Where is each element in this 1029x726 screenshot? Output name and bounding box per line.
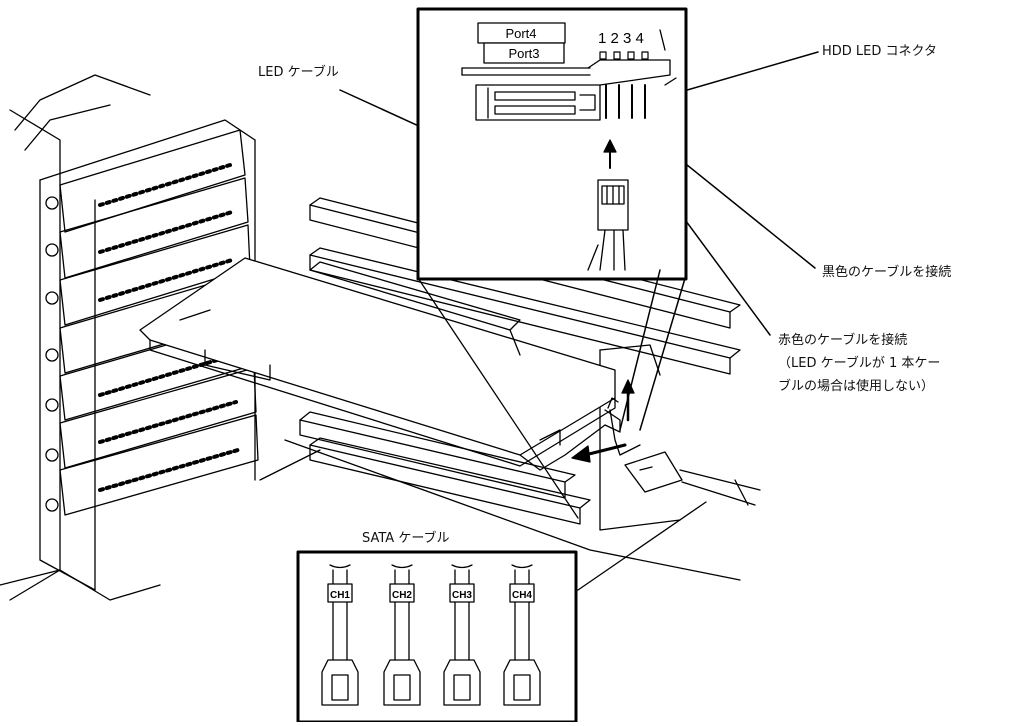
pin-number-labels: 1 2 3 4 <box>598 30 644 47</box>
bracket-2 <box>45 177 249 279</box>
black-cable-label: 黒色のケーブルを接続 <box>822 265 952 280</box>
hdd-led-connector-label: HDD LED コネクタ <box>822 44 938 59</box>
red-cable-note-line2: ブルの場合は使用しない） <box>778 379 935 394</box>
ch3-label: CH3 <box>452 590 472 601</box>
red-cable-label: 赤色のケーブルを接続 <box>778 333 908 348</box>
led-cable-plug <box>587 179 629 271</box>
sata-cable-label: SATA ケーブル <box>362 531 450 546</box>
port4-label: Port4 <box>505 26 536 41</box>
chassis <box>0 74 321 601</box>
pin-bases <box>599 51 649 60</box>
sata-plug-ch3 <box>443 564 481 706</box>
ch1-label: CH1 <box>330 590 350 601</box>
header-pins <box>605 84 646 119</box>
inset-hdd-led-connector <box>416 7 688 431</box>
inset-sata-channels <box>296 550 578 724</box>
bracket-7 <box>45 414 259 516</box>
bracket-6 <box>45 367 257 469</box>
ch2-label: CH2 <box>392 590 412 601</box>
sata-plug-ch4 <box>503 564 541 706</box>
sata-plug-ch1 <box>321 564 359 706</box>
sata-plug-ch2 <box>383 564 421 706</box>
sata-raid-card <box>139 257 621 471</box>
ch4-label: CH4 <box>512 590 532 601</box>
red-cable-note-line1: （LED ケーブルが 1 本ケー <box>778 356 941 371</box>
sata-cable-main <box>607 397 761 506</box>
led-cable-label: LED ケーブル <box>258 65 339 80</box>
port3-label: Port3 <box>508 46 539 61</box>
bracket-1 <box>45 129 246 233</box>
